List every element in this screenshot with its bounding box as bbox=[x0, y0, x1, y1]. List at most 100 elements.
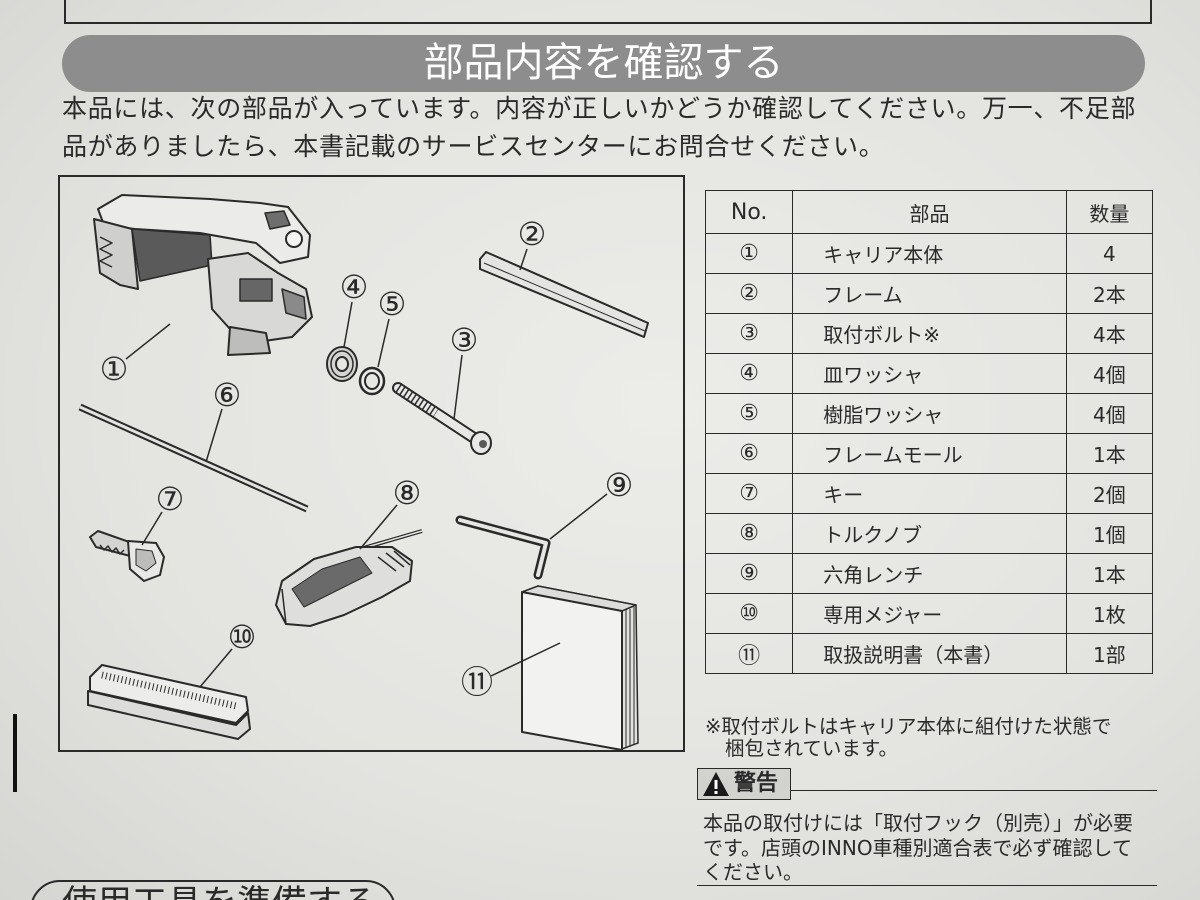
cell-part: 取付ボルト※ bbox=[792, 313, 1067, 354]
callout-11: ⑪ bbox=[460, 663, 493, 701]
hex-wrench-drawing bbox=[455, 515, 551, 580]
cell-qty: 1枚 bbox=[1065, 593, 1154, 634]
table-row: ③ 取付ボルト※ 4本 bbox=[704, 313, 1154, 354]
next-section-header: 使用工具を準備する bbox=[30, 880, 396, 900]
leader-line-11 bbox=[490, 642, 561, 677]
cell-no: ⑧ bbox=[704, 513, 794, 554]
cell-no: ② bbox=[704, 273, 794, 314]
header-no: No. bbox=[704, 190, 794, 234]
warning-triangle-icon bbox=[703, 772, 729, 796]
parts-table: No. 部品 数量 ① キャリア本体 4 ② フレーム 2本 ③ 取付ボルト※ … bbox=[704, 190, 1154, 674]
warning-line-1: 本品の取付けには「取付フック（別売）」が必要 bbox=[703, 811, 1133, 835]
callout-2: ② bbox=[517, 215, 547, 253]
cell-qty: 2本 bbox=[1065, 273, 1154, 314]
cell-qty: 1個 bbox=[1065, 513, 1154, 554]
next-section-title: 使用工具を準備する bbox=[62, 884, 377, 900]
cell-part: 樹脂ワッシャ bbox=[792, 393, 1067, 434]
cell-part: フレームモール bbox=[792, 433, 1067, 474]
callout-4: ④ bbox=[339, 268, 369, 306]
section-title: 部品内容を確認する bbox=[423, 40, 784, 86]
warning-line-2: です。店頭のINNO車種別適合表で必ず確認して bbox=[703, 835, 1132, 860]
table-header-row: No. 部品 数量 bbox=[704, 190, 1154, 234]
previous-section-box-clip bbox=[64, 0, 1152, 24]
table-row: ⑥ フレームモール 1本 bbox=[704, 433, 1154, 474]
dish-washer-drawing bbox=[326, 346, 358, 382]
cell-part: トルクノブ bbox=[792, 513, 1067, 554]
cell-no: ⑨ bbox=[704, 553, 794, 594]
header-part: 部品 bbox=[792, 190, 1067, 234]
cell-no: ⑩ bbox=[704, 593, 794, 634]
cell-no: ① bbox=[704, 233, 794, 274]
table-row: ⑪ 取扱説明書（本書） 1部 bbox=[704, 633, 1154, 674]
leader-line-2 bbox=[519, 248, 528, 271]
cell-no: ⑦ bbox=[704, 473, 794, 514]
callout-10: ⑩ bbox=[227, 618, 257, 656]
table-row: ② フレーム 2本 bbox=[704, 273, 1154, 314]
leader-line-4 bbox=[343, 301, 353, 348]
warning-top-rule bbox=[790, 790, 1157, 791]
mounting-bolt-drawing bbox=[392, 382, 492, 455]
leader-line-8 bbox=[359, 504, 398, 550]
carrier-body-drawing bbox=[93, 194, 313, 356]
parts-drawing bbox=[78, 194, 649, 750]
torque-knob-drawing bbox=[275, 529, 423, 627]
warning-label: 警告 bbox=[697, 768, 791, 800]
leader-line-9 bbox=[549, 493, 608, 540]
warning-text: 本品の取付けには「取付フック（別売）」が必要 です。店頭のINNO車種別適合表で… bbox=[703, 811, 1133, 885]
callout-6: ⑥ bbox=[212, 376, 242, 414]
leader-line-7 bbox=[141, 511, 163, 546]
intro-line-1: 本品には、次の部品が入っています。内容が正しいかどうか確認してください。万一、不… bbox=[62, 94, 1137, 123]
leader-line-5 bbox=[377, 318, 390, 368]
cell-qty: 1本 bbox=[1065, 433, 1154, 474]
leader-line-10 bbox=[199, 648, 233, 688]
table-row: ⑧ トルクノブ 1個 bbox=[704, 513, 1154, 554]
table-row: ⑩ 専用メジャー 1枚 bbox=[704, 593, 1154, 634]
callout-3: ③ bbox=[449, 321, 479, 359]
cell-qty: 1本 bbox=[1065, 553, 1154, 594]
cell-part: 専用メジャー bbox=[792, 593, 1067, 634]
warning-bottom-rule bbox=[697, 885, 1157, 886]
cell-qty: 4 bbox=[1065, 233, 1154, 274]
measure-drawing bbox=[87, 664, 251, 740]
key-drawing bbox=[89, 530, 165, 582]
cell-part: キー bbox=[792, 473, 1067, 514]
cell-part: 六角レンチ bbox=[792, 553, 1067, 594]
callout-8: ⑧ bbox=[392, 474, 422, 512]
previous-section-box bbox=[64, 0, 1152, 24]
frame-molding-drawing bbox=[78, 403, 309, 513]
cell-part: 取扱説明書（本書） bbox=[792, 633, 1067, 674]
callout-7: ⑦ bbox=[155, 480, 185, 518]
warning-line-3: ください。 bbox=[703, 860, 803, 884]
cell-part: フレーム bbox=[792, 273, 1067, 314]
cell-qty: 4個 bbox=[1065, 393, 1154, 434]
margin-mark bbox=[13, 714, 17, 792]
cell-qty: 4本 bbox=[1065, 313, 1154, 354]
section-header: 部品内容を確認する bbox=[62, 35, 1145, 92]
cell-qty: 1部 bbox=[1065, 633, 1154, 674]
bolt-note-line-1: ※取付ボルトはキャリア本体に組付けた状態で bbox=[705, 715, 1112, 738]
header-qty: 数量 bbox=[1065, 190, 1154, 234]
cell-qty: 4個 bbox=[1065, 353, 1154, 394]
cell-no: ⑤ bbox=[704, 393, 794, 434]
leader-line-1 bbox=[125, 323, 171, 360]
cell-qty: 2個 bbox=[1065, 473, 1154, 514]
cell-part: 皿ワッシャ bbox=[792, 353, 1067, 394]
table-row: ⑤ 樹脂ワッシャ 4個 bbox=[704, 393, 1154, 434]
intro-paragraph: 本品には、次の部品が入っています。内容が正しいかどうか確認してください。万一、不… bbox=[62, 90, 1152, 166]
leader-line-6 bbox=[205, 408, 223, 463]
bolt-note-line-2: 梱包されています。 bbox=[725, 737, 898, 760]
cell-no: ⑥ bbox=[704, 433, 794, 474]
callout-1: ① bbox=[99, 350, 129, 388]
table-row: ⑨ 六角レンチ 1本 bbox=[704, 553, 1154, 594]
instruction-manual-drawing bbox=[521, 585, 639, 750]
cell-no: ⑪ bbox=[704, 633, 794, 674]
next-section-clip: 使用工具を準備する bbox=[28, 876, 408, 900]
table-row: ④ 皿ワッシャ 4個 bbox=[704, 353, 1154, 394]
callout-9: ⑨ bbox=[604, 466, 634, 504]
cell-no: ③ bbox=[704, 313, 794, 354]
cell-no: ④ bbox=[704, 353, 794, 394]
leader-lines bbox=[125, 248, 608, 688]
table-row: ① キャリア本体 4 bbox=[704, 233, 1154, 274]
cell-part: キャリア本体 bbox=[792, 233, 1067, 274]
table-row: ⑦ キー 2個 bbox=[704, 473, 1154, 514]
